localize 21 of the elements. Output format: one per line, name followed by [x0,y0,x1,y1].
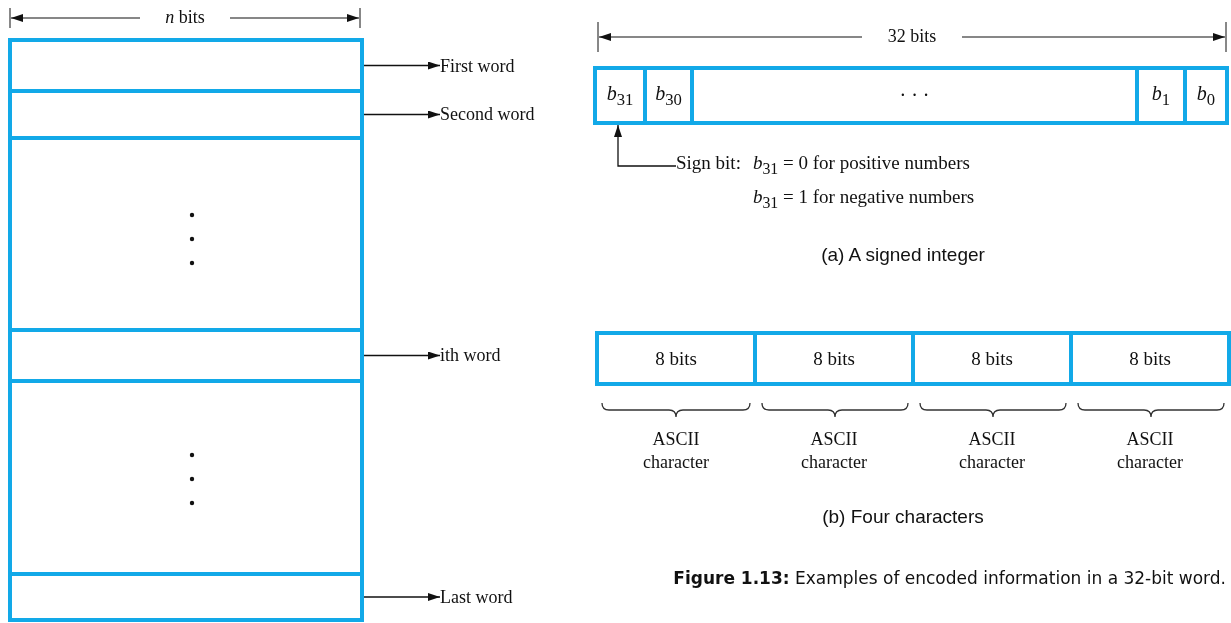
sign-bit-rule: b$_{31}$ = 0 for positive numbers [752,152,971,178]
dimension-label: 32 bits [886,25,938,48]
arrow [363,593,441,601]
arrow [614,124,677,167]
character-label: ASCII character [800,428,868,473]
sign-bit-rule: b$_{31}$ = 1 for negative numbers [752,185,975,212]
figure-caption: Figure 1.13: Examples of encoded information in a 32-bit word. [672,568,1226,588]
character-label: ASCII character [1116,428,1184,473]
subfigure-caption: (b) Four characters [821,505,985,529]
word-label: Last word [440,584,580,610]
dimension-label: n bits [164,6,206,29]
sign-bit-label: Sign bit: [676,152,741,175]
word-label: ith word [440,342,580,368]
subfigure-caption: (a) A signed integer [820,243,986,267]
arrow [363,110,441,119]
word-label: Second word [440,101,580,127]
arrow [363,351,441,360]
word-label: First word [440,53,580,79]
character-label: ASCII character [642,428,710,473]
character-label: ASCII character [958,428,1026,473]
arrow [363,61,441,70]
